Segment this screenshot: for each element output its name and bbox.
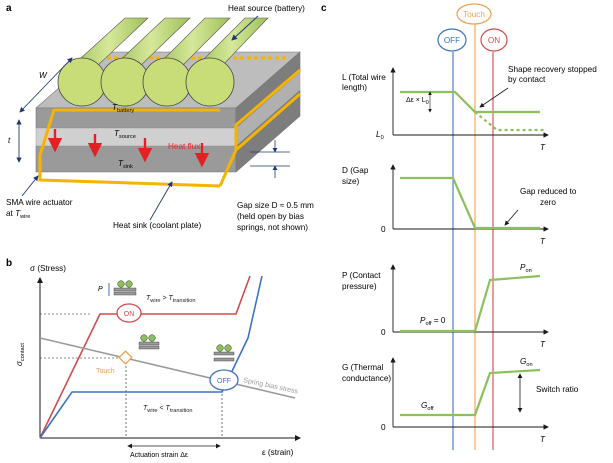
plot-P-on: Pon [520, 263, 532, 274]
plot-D-annot-2: zero [540, 198, 556, 207]
panel-c: c Touch OFF ON L (Total wire length) L0 … [321, 3, 597, 450]
x-axis-label: ε (strain) [262, 448, 294, 457]
plot-D-curve [400, 176, 540, 230]
on-badge-label: ON [124, 311, 135, 318]
off-badge-label: OFF [217, 378, 231, 385]
plot-P-t-axis: T [540, 340, 546, 349]
plot-D-y0: 0 [381, 225, 386, 234]
plot-D-t-axis: T [540, 237, 546, 246]
panel-c-label: c [321, 3, 327, 14]
plot-G: G (Thermal conductance) 0 T Gon Goff Swi… [342, 357, 579, 444]
plot-L-curve [400, 90, 540, 114]
plot-P-ylabel-2: pressure) [342, 282, 377, 291]
t-sink-label: Tsink [118, 159, 133, 170]
touch-badge-label: Touch [463, 10, 485, 19]
touch-badge: Touch [456, 3, 492, 25]
plot-P-off: Poff = 0 [420, 316, 446, 327]
lower-curve [39, 275, 263, 439]
heat-flux-arrows [47, 129, 210, 168]
heat-source-label: Heat source (battery) [228, 4, 305, 13]
gap-label-line2: (held open by bias [237, 212, 304, 221]
plot-L-t-axis: T [540, 143, 546, 152]
off-badge: OFF [209, 369, 239, 391]
sma-pointer [21, 175, 39, 197]
heat-source-pointer [231, 15, 259, 41]
touch-label: Touch [96, 368, 115, 375]
gap-label-line1: Gap size D ≈ 0.5 mm [237, 201, 314, 210]
plot-D-annot-1: Gap reduced to [520, 187, 577, 196]
panel-a-label: a [6, 3, 12, 14]
w-dimension-label: W [39, 71, 48, 80]
on-badge-c-label: ON [488, 36, 500, 45]
plot-D-ylabel-1: D (Gap [342, 166, 369, 175]
plot-D-ylabel-2: size) [342, 177, 360, 186]
actuation-strain-label: Actuation strain Δε [130, 452, 188, 459]
plot-P: P (Contact pressure) 0 T Pon Poff = 0 [342, 263, 549, 349]
y-axis-label: σ (Stress) [30, 264, 66, 273]
plot-L-y0: L0 [376, 130, 384, 141]
plot-L-ylabel-2: length) [342, 83, 367, 92]
plot-G-curve [400, 368, 541, 417]
upper-curve-label: Twire > Ttransition [146, 295, 196, 304]
plot-G-ylabel-1: G (Thermal [342, 363, 384, 372]
lower-curve-label: Twire < Ttransition [143, 405, 193, 414]
on-badge-c: ON [480, 28, 508, 52]
gap-label-line3: springs, not shown) [237, 223, 308, 232]
on-badge: ON [116, 303, 142, 323]
plot-G-ylabel-2: conductance) [342, 374, 391, 383]
plot-G-off: Goff [421, 401, 434, 412]
plot-L: L (Total wire length) L0 T Δε × L0 Shape… [342, 65, 597, 152]
sigma-contact-label: σcontact [15, 343, 26, 366]
plot-P-y0: 0 [381, 328, 386, 337]
plot-G-y0: 0 [381, 423, 386, 432]
panel-b: b σ (Stress) ε (strain) σcontact Twire >… [6, 258, 301, 459]
t-battery-label: Tbattery [112, 103, 134, 114]
pressure-p-label: P [98, 286, 103, 293]
heat-flux-label: Heat flux [168, 142, 200, 151]
plot-P-ylabel-1: P (Contact [342, 271, 381, 280]
battery-cell-2 [100, 17, 191, 107]
sma-label-line2: at Twire [6, 209, 30, 220]
heat-sink-pointer [149, 181, 173, 221]
spring-bias-line [39, 337, 296, 399]
device-icon-touch [138, 334, 160, 350]
plot-G-t-axis: T [540, 435, 546, 444]
sma-label-line1: SMA wire actuator [6, 198, 73, 207]
touch-marker: Touch [96, 350, 133, 375]
switch-ratio-label: Switch ratio [536, 385, 579, 394]
plot-L-ylabel-1: L (Total wire [342, 73, 386, 82]
w-dimension: W [19, 57, 73, 113]
t-dimension: t [8, 119, 22, 163]
heat-sink-label: Heat sink (coolant plate) [113, 221, 202, 230]
plot-L-annot-1: Shape recovery stopped [508, 65, 597, 74]
plot-D: D (Gap size) 0 T Gap reduced to zero [342, 164, 577, 246]
device-icon-open [213, 344, 235, 362]
battery-cell-4 [185, 17, 269, 107]
panel-b-label: b [6, 258, 12, 269]
plot-L-dashed [474, 111, 545, 132]
device-icon-pressed: P [98, 280, 137, 296]
panel-a: a [6, 3, 314, 232]
upper-curve [39, 275, 251, 439]
off-badge-c: OFF [437, 28, 467, 52]
t-dimension-label: t [8, 136, 11, 145]
plot-P-curve [400, 274, 541, 333]
plot-G-on: Gon [520, 357, 533, 368]
plot-L-annot-2: by contact [508, 75, 546, 84]
b-guides [40, 313, 223, 438]
t-source-label: Tsource [114, 129, 136, 140]
battery-cell-3 [142, 17, 231, 107]
plot-L-delta: Δε × L0 [406, 97, 429, 106]
off-badge-c-label: OFF [444, 36, 460, 45]
